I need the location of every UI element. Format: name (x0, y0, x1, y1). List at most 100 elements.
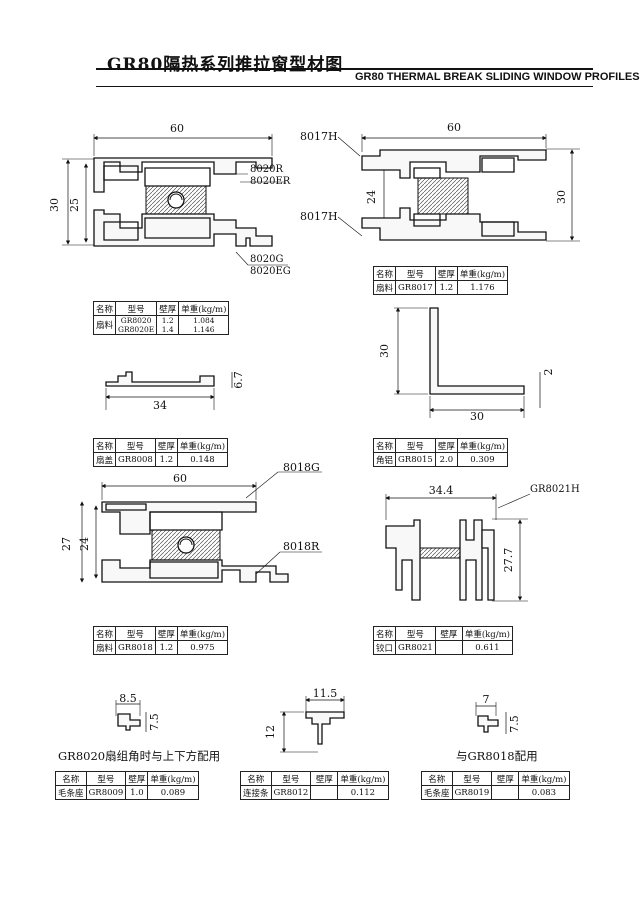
p8020-dim-width: 60 (170, 122, 184, 135)
note-8009: GR8020扇组角时与上下方配用 (58, 749, 221, 763)
cell-model: GR8019 (451, 785, 493, 800)
header-thickness: 壁厚 (154, 438, 178, 453)
header-model: 型号 (85, 771, 127, 786)
subtitle-rule (96, 86, 593, 87)
header-weight: 单重(kg/m) (176, 438, 229, 453)
cell-weight: 1.084 1.146 (178, 315, 230, 335)
header-weight: 单重(kg/m) (176, 626, 229, 641)
cell-name: 角铝 (372, 452, 397, 467)
cell-model: GR8018 (115, 640, 156, 655)
header-weight: 单重(kg/m) (147, 771, 199, 786)
note-8019: 与GR8018配用 (456, 749, 538, 763)
label-8018r: 8018R (283, 540, 320, 553)
label-8020r: 8020R (250, 164, 283, 175)
p8017-dim-inner: 24 (365, 190, 378, 204)
header-thickness: 壁厚 (434, 626, 463, 641)
cell-model: GR8009 (85, 785, 127, 800)
header-model: 型号 (395, 266, 436, 281)
cell-model: GR8015 (395, 452, 436, 467)
header-name: 名称 (92, 626, 117, 641)
label-8017h-bottom: 8017H (300, 210, 338, 223)
p8008-dim-height: 6.7 (232, 371, 245, 389)
header-weight: 单重(kg/m) (178, 301, 230, 316)
cell-model: GR8008 (115, 452, 156, 467)
header-weight: 单重(kg/m) (456, 438, 509, 453)
p8021-dim-height: 27.7 (502, 548, 515, 573)
header-name: 名称 (372, 626, 397, 641)
cell-name: 毛条座 (55, 785, 87, 800)
header-weight: 单重(kg/m) (456, 266, 509, 281)
cell-weight: 0.309 (456, 452, 509, 467)
p8012-dim-height: 12 (264, 725, 277, 739)
p8008-dim-width: 34 (153, 399, 167, 412)
p8021-dim-width: 34.4 (429, 484, 454, 497)
cell-name: 毛条座 (421, 785, 453, 800)
p8018-dim-inner: 24 (78, 537, 91, 551)
header-name: 名称 (372, 438, 397, 453)
label-8020er: 8020ER (250, 176, 291, 187)
cell-model: GR8020 GR8020E (115, 315, 158, 335)
cell-thickness: 1.0 (125, 785, 149, 800)
p8009-dim-width: 8.5 (119, 692, 137, 705)
p8009-dim-height: 7.5 (148, 713, 161, 731)
cell-name: 连接条 (240, 785, 272, 800)
profile-8017-drawing (337, 134, 580, 242)
p8020-dim-height: 30 (48, 198, 61, 212)
header-name: 名称 (55, 771, 87, 786)
header-thickness: 壁厚 (154, 626, 178, 641)
p8012-dim-width: 11.5 (313, 687, 338, 700)
profile-8018-drawing (79, 471, 322, 583)
label-8020g: 8020G (250, 254, 284, 265)
cell-weight: 0.611 (461, 640, 514, 655)
p8015-dim-height: 30 (378, 344, 391, 358)
header-model: 型号 (395, 626, 436, 641)
label-8017h-top: 8017H (300, 130, 338, 143)
cell-thickness: 1.2 (154, 452, 178, 467)
cell-name: 铰口 (372, 640, 397, 655)
header-model: 型号 (115, 626, 156, 641)
cell-model: GR8017 (395, 280, 436, 295)
cell-thickness: 1.2 (434, 280, 458, 295)
p8017-dim-height: 30 (555, 190, 568, 204)
cell-weight: 0.089 (147, 785, 199, 800)
p8018-dim-height: 27 (60, 537, 73, 551)
header-thickness: 壁厚 (491, 771, 520, 786)
cell-weight: 0.083 (518, 785, 570, 800)
profile-8019-drawing (475, 702, 507, 734)
cell-name: 扇料 (92, 315, 117, 335)
header-model: 型号 (451, 771, 493, 786)
profile-8020-drawing (62, 134, 288, 266)
header-weight: 单重(kg/m) (518, 771, 570, 786)
cell-thickness: 1.2 (154, 640, 178, 655)
p8017-dim-width: 60 (447, 121, 461, 134)
p8018-dim-width: 60 (173, 472, 187, 485)
profile-8012-drawing (280, 696, 345, 753)
label-8020eg: 8020EG (250, 266, 291, 277)
page-subtitle: GR80 THERMAL BREAK SLIDING WINDOW PROFIL… (355, 71, 640, 83)
header-thickness: 壁厚 (310, 771, 339, 786)
header-thickness: 壁厚 (125, 771, 149, 786)
cell-name: 扇料 (372, 280, 397, 295)
p8019-dim-height: 7.5 (508, 715, 521, 733)
profile-8021-drawing (385, 493, 531, 602)
profile-8009-drawing (115, 700, 147, 732)
header-name: 名称 (240, 771, 272, 786)
header-weight: 单重(kg/m) (461, 626, 514, 641)
header-model: 型号 (270, 771, 312, 786)
header-model: 型号 (115, 301, 158, 316)
p8020-dim-inner: 25 (68, 198, 81, 212)
header-model: 型号 (115, 438, 156, 453)
header-name: 名称 (372, 266, 397, 281)
cell-weight: 1.176 (456, 280, 509, 295)
header-thickness: 壁厚 (156, 301, 180, 316)
title-rule (96, 68, 593, 70)
profile-8008-drawing (105, 371, 233, 410)
header-name: 名称 (92, 438, 117, 453)
